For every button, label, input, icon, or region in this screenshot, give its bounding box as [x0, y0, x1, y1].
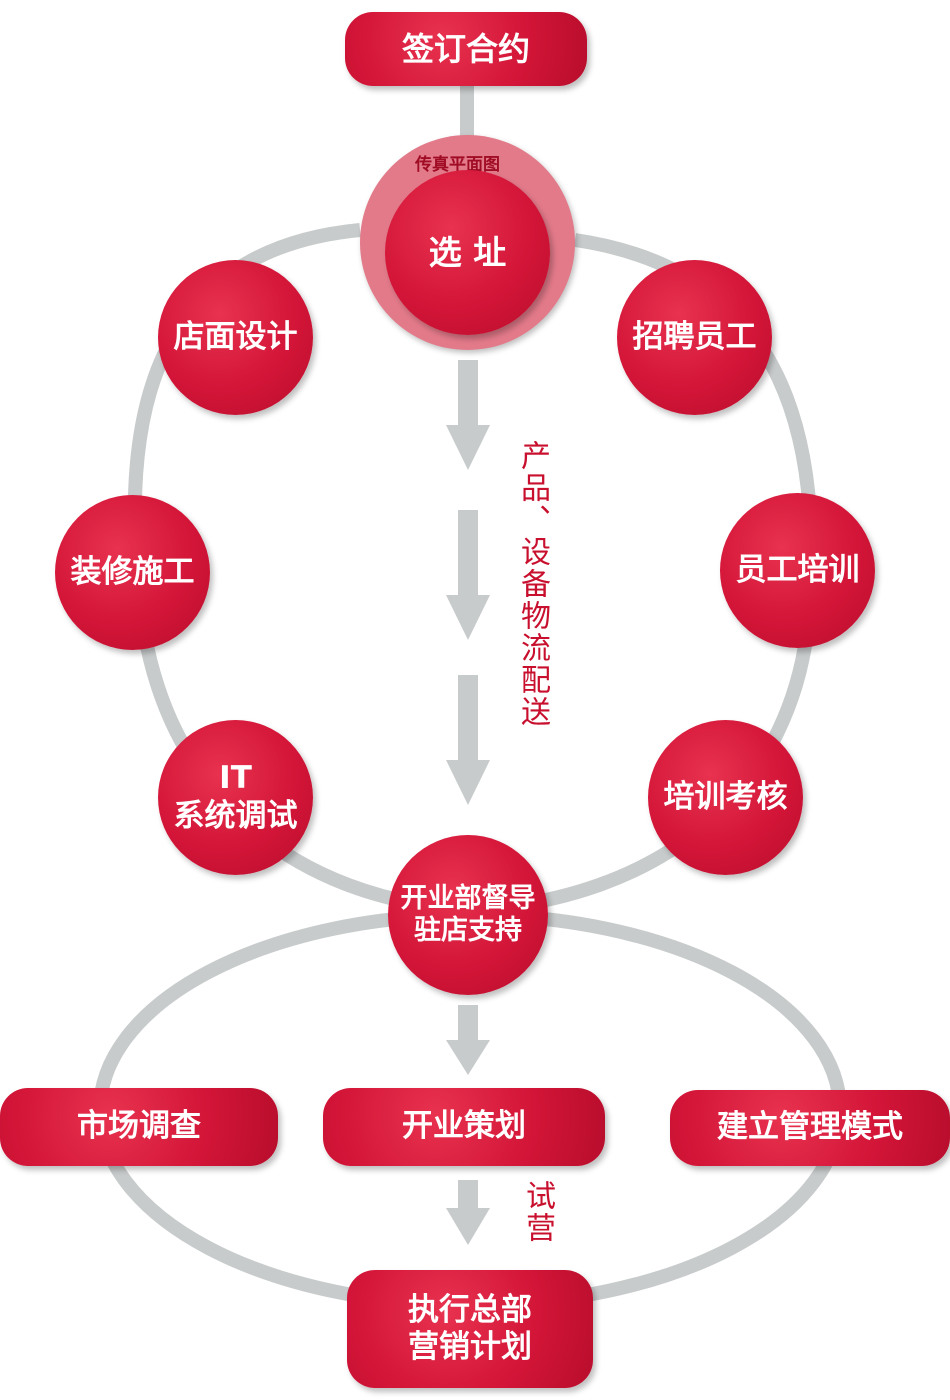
trial-operation-label: 试营	[520, 1180, 555, 1244]
down-arrows	[446, 360, 490, 1245]
opening-plan-label: 开业策划	[402, 1108, 526, 1145]
store-design-node: 店面设计	[158, 260, 313, 415]
training-assessment-label: 培训考核	[663, 778, 788, 815]
management-mode-node: 建立管理模式	[670, 1090, 950, 1166]
in-store-support-label: 驻店支持	[414, 915, 522, 946]
it-label: IT	[219, 760, 252, 797]
sign-contract-node: 签订合约	[345, 12, 587, 86]
logistics-label: 产品、设备物流配送	[515, 440, 550, 728]
market-research-label: 市场调查	[77, 1108, 201, 1145]
management-mode-label: 建立管理模式	[717, 1109, 903, 1146]
recruit-node: 招聘员工	[617, 260, 772, 415]
staff-training-node: 员工培训	[720, 493, 875, 648]
opening-plan-node: 开业策划	[323, 1088, 605, 1166]
recruit-label: 招聘员工	[632, 318, 757, 355]
training-assessment-node: 培训考核	[648, 720, 803, 875]
opening-supervisor-label: 开业部督导	[400, 882, 536, 914]
marketing-plan-label: 营销计划	[408, 1329, 532, 1365]
decoration-node: 装修施工	[55, 495, 210, 650]
market-research-node: 市场调查	[0, 1088, 278, 1166]
hq-execute-label: 执行总部	[408, 1291, 532, 1328]
opening-support-node: 开业部督导 驻店支持	[388, 835, 548, 995]
select-site-node: 选 址	[385, 170, 550, 335]
select-site-label: 选 址	[428, 232, 507, 272]
sign-contract-label: 签订合约	[401, 29, 530, 68]
staff-training-label: 员工培训	[735, 551, 860, 588]
system-debug-label: 系统调试	[173, 797, 298, 834]
decoration-label: 装修施工	[70, 553, 195, 590]
store-design-label: 店面设计	[173, 318, 298, 355]
hq-marketing-plan-node: 执行总部 营销计划	[347, 1270, 593, 1388]
it-debug-node: IT 系统调试	[158, 720, 313, 875]
